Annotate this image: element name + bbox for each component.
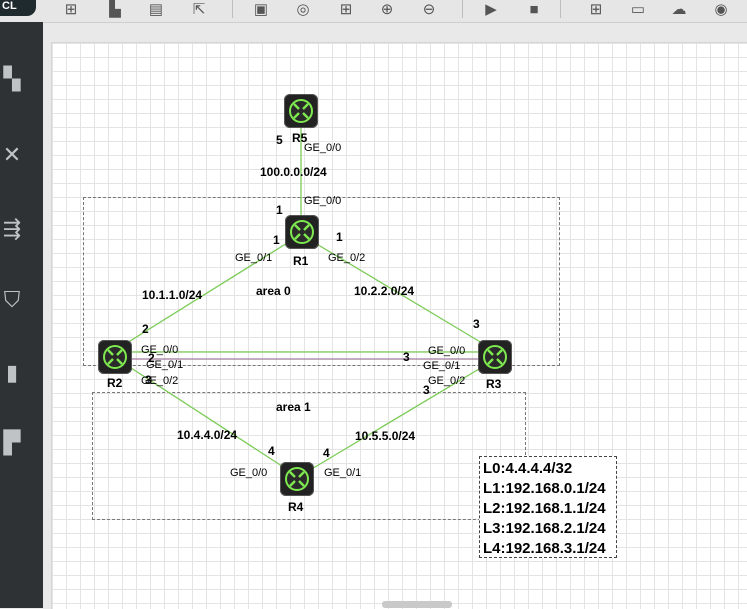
toolbar: CL ⊞ ▙ ▤ ⇱ ▣ ◎ ⊞ ⊕ ⊖ ▶ ■ ⊞ ▭ ☁ ◉: [0, 0, 747, 23]
host-number-r4-left: 4: [268, 444, 275, 458]
terminal-palette-icon[interactable]: ▛: [3, 430, 21, 455]
port-r2-ge01: GE_0/1: [146, 359, 184, 371]
host-number-r4-right: 4: [323, 446, 330, 460]
loopback-entry: L2:192.168.1.1/24: [483, 500, 606, 517]
port-r4-ge00: GE_0/0: [230, 467, 268, 479]
toolbar-divider: [560, 0, 561, 18]
host-number-r3-mid: 3: [403, 350, 410, 364]
area-0-label: area 0: [256, 284, 291, 298]
port-r5-ge00: GE_0/0: [304, 142, 342, 154]
network-r3-r4: 10.5.5.0/24: [355, 429, 416, 443]
app-logo: CL: [0, 0, 36, 16]
horizontal-scrollbar[interactable]: [382, 601, 452, 608]
open-topology-icon[interactable]: ▙: [109, 1, 121, 18]
router-r2[interactable]: [98, 340, 132, 374]
export-icon[interactable]: ⇱: [192, 1, 206, 18]
add-device-icon[interactable]: ⊞: [589, 1, 603, 18]
loopback-note[interactable]: L0:4.4.4.4/32 L1:192.168.0.1/24 L2:192.1…: [479, 456, 617, 558]
network-r1-r2: 10.1.1.0/24: [142, 288, 203, 302]
router-r2-name: R2: [107, 376, 123, 390]
area-1-label: area 1: [276, 400, 311, 414]
grid-icon[interactable]: ⊞: [339, 1, 353, 18]
server-palette-icon[interactable]: ▮: [5, 360, 19, 385]
router-palette-icon[interactable]: ▚: [3, 66, 21, 91]
router-r4-name: R4: [288, 500, 304, 514]
wireless-palette-icon[interactable]: ⇶: [2, 216, 22, 241]
port-r1-ge00: GE_0/0: [304, 195, 342, 207]
network-r2-r4: 10.4.4.0/24: [177, 428, 238, 442]
firewall-palette-icon[interactable]: ⛉: [3, 287, 21, 312]
host-number-r1-top: 1: [276, 203, 283, 217]
toolbar-divider: [462, 0, 463, 18]
network-r5-r1: 100.0.0.0/24: [260, 165, 327, 179]
router-icon: [289, 99, 313, 123]
zoom-in-icon[interactable]: ⊕: [380, 1, 394, 18]
port-r3-ge00: GE_0/0: [428, 345, 466, 357]
loopback-entry: L4:192.168.3.1/24: [483, 540, 606, 557]
add-link-icon[interactable]: ▭: [630, 1, 646, 18]
router-r5[interactable]: [284, 94, 318, 128]
router-r1-name: R1: [293, 254, 309, 268]
port-r2-ge02: GE_0/2: [141, 375, 179, 387]
screenshot-icon[interactable]: ▣: [253, 1, 269, 18]
loopback-entry: L3:192.168.2.1/24: [483, 520, 606, 537]
host-number-r3-low: 3: [423, 383, 430, 397]
host-number-r2-low: 3: [145, 373, 152, 387]
start-all-icon[interactable]: ▶: [485, 1, 497, 18]
network-r1-r3: 10.2.2.0/24: [354, 284, 415, 298]
switch-palette-icon[interactable]: ✕: [2, 142, 22, 167]
toolbar-divider: [232, 0, 233, 18]
router-icon: [285, 467, 309, 491]
port-r3-ge01: GE_0/1: [423, 360, 461, 372]
router-icon: [103, 345, 127, 369]
add-cloud-icon[interactable]: ☁: [671, 1, 687, 18]
port-r4-ge01: GE_0/1: [324, 467, 362, 479]
loopback-entry: L1:192.168.0.1/24: [483, 480, 606, 497]
host-number-r5: 5: [276, 133, 283, 147]
router-r3[interactable]: [478, 340, 512, 374]
router-r4[interactable]: [280, 462, 314, 496]
host-number-r2-mid: 2: [148, 351, 155, 365]
router-icon: [483, 345, 507, 369]
capture-icon[interactable]: ◉: [714, 1, 728, 18]
new-topology-icon[interactable]: ⊞: [64, 1, 78, 18]
host-number-r3-top: 3: [473, 317, 480, 331]
router-r3-name: R3: [486, 377, 502, 391]
topology-view-icon[interactable]: ◎: [296, 1, 310, 18]
port-r1-ge02: GE_0/2: [328, 252, 366, 264]
host-number-r1-right: 1: [336, 230, 343, 244]
port-r1-ge01: GE_0/1: [235, 252, 273, 264]
port-r2-ge00: GE_0/0: [141, 344, 179, 356]
host-number-r2-top: 2: [142, 322, 149, 336]
loopback-entry: L0:4.4.4.4/32: [483, 460, 573, 477]
router-r1[interactable]: [285, 215, 319, 249]
save-icon[interactable]: ▤: [148, 1, 164, 18]
device-sidebar: ▚ ✕ ⇶ ⛉ ▮ ▛: [0, 22, 43, 608]
port-r3-ge02: GE_0/2: [428, 375, 466, 387]
router-icon: [290, 220, 314, 244]
host-number-r1-left: 1: [273, 233, 280, 247]
zoom-out-icon[interactable]: ⊖: [422, 1, 436, 18]
router-r5-name: R5: [292, 131, 308, 145]
stop-all-icon[interactable]: ■: [529, 0, 539, 18]
